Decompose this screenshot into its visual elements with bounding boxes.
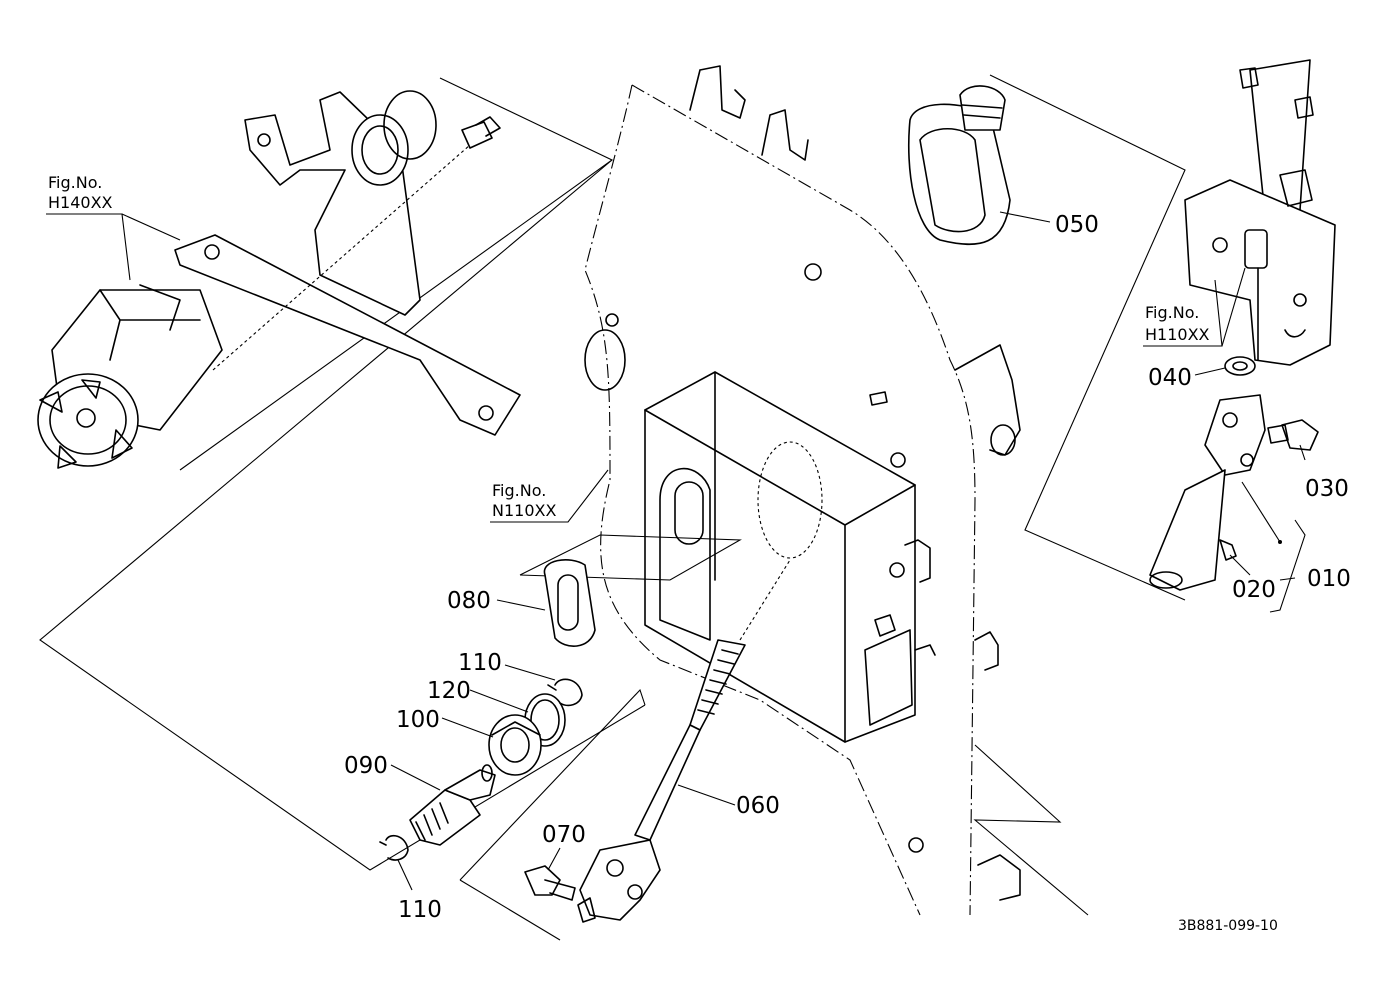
callout-040: 040 [1148,365,1192,391]
ref-h140: Fig.No. H140XX [46,173,181,281]
part-110-circlip-upper [547,678,583,707]
callout-010: 010 [1307,566,1351,592]
callouts: 050 040 030 010 020 080 110 120 100 090 … [344,212,1351,923]
part-090-splined-shaft [409,764,496,846]
steering-bracket [174,90,521,436]
part-050-steering-boot [907,74,1186,601]
part-070-bolt [524,865,576,901]
ref-h110: Fig.No. H110XX [1143,267,1246,347]
callout-080: 080 [447,588,491,614]
part-020-grease-nipple [1219,539,1237,561]
callout-020: 020 [1232,577,1276,603]
ref-h110-fig: Fig.No. [1145,303,1199,322]
part-080-grommet [519,534,742,647]
steering-column [1184,59,1336,366]
part-010-universal-joint [1149,394,1306,613]
callout-050: 050 [1055,212,1099,238]
ref-n110: Fig.No. N110XX [490,469,609,523]
part-040-washer [1224,356,1256,376]
callout-110-lower: 110 [398,897,442,923]
part-110-circlip-lower [379,834,409,861]
ref-n110-fig: Fig.No. [492,481,546,500]
part-060-steering-shaft [577,559,791,923]
callout-090: 090 [344,753,388,779]
part-030-bolt [1267,419,1319,451]
lower-inset-panel [459,688,646,941]
center-panel [584,65,1089,916]
callout-100: 100 [396,707,440,733]
leader-lines [390,211,1306,891]
callout-030: 030 [1305,476,1349,502]
hydraulic-motor-assembly [37,284,223,469]
drawing-code: 3B881-099-10 [1178,918,1278,934]
callout-120: 120 [427,678,471,704]
h140-reference-panel [39,77,646,871]
part-100-bearing [488,714,542,776]
callout-110-upper: 110 [458,650,502,676]
ref-n110-number: N110XX [492,501,556,520]
callout-060: 060 [736,793,780,819]
callout-070: 070 [542,822,586,848]
ref-h140-number: H140XX [48,193,113,212]
ref-h140-fig: Fig.No. [48,173,102,192]
ref-h110-number: H110XX [1145,325,1210,344]
